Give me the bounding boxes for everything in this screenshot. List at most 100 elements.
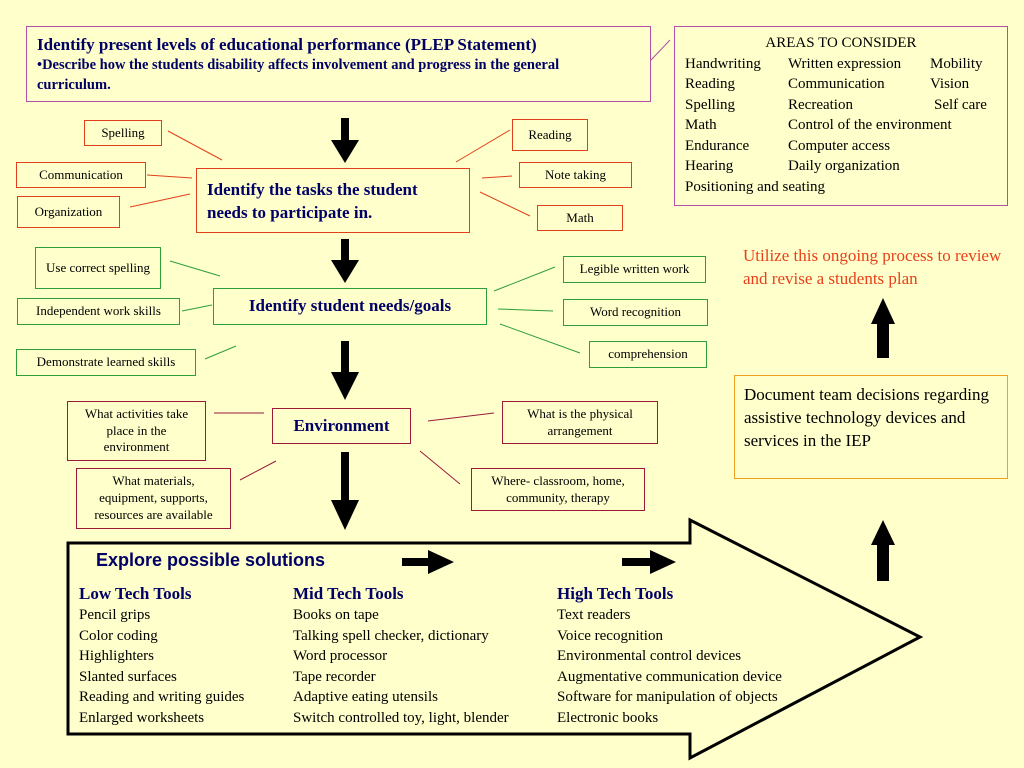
need-independent-work: Independent work skills bbox=[17, 298, 180, 325]
area-item: Mobility bbox=[930, 55, 983, 72]
connector-organization bbox=[129, 193, 191, 208]
area-item: Math bbox=[685, 117, 717, 133]
area-item: Daily organization bbox=[788, 158, 900, 174]
areas-row: Hearing Daily organization bbox=[685, 156, 997, 177]
connector-note-taking bbox=[481, 175, 513, 179]
area-item: Endurance bbox=[685, 137, 750, 154]
low-tech-item: Pencil grips bbox=[79, 607, 151, 623]
mid-tech-column: Mid Tech Tools Books on tape Talking spe… bbox=[293, 583, 509, 728]
connector-math bbox=[479, 191, 531, 217]
connector-communication bbox=[146, 174, 193, 179]
areas-row: Math Control of the environment bbox=[685, 115, 997, 136]
review-text: Utilize this ongoing process to review a… bbox=[743, 246, 1002, 288]
mid-tech-item: Adaptive eating utensils bbox=[293, 689, 438, 705]
tasks-main-text: Identify the tasks the student needs to … bbox=[207, 179, 418, 222]
area-item: Computer access bbox=[788, 137, 891, 154]
down-arrow-2 bbox=[331, 239, 359, 283]
needs-main-box: Identify student needs/goals bbox=[213, 288, 487, 325]
connector-demonstrate-skills bbox=[204, 345, 237, 360]
connector-word-recognition bbox=[497, 308, 554, 312]
down-arrow-4 bbox=[331, 452, 359, 530]
area-item: Handwriting bbox=[685, 55, 761, 72]
mid-tech-item: Books on tape bbox=[293, 607, 379, 623]
solutions-arrow-outline bbox=[66, 517, 924, 761]
task-communication: Communication bbox=[16, 162, 146, 188]
document-box: Document team decisions regarding assist… bbox=[734, 375, 1008, 479]
areas-row: Spelling Recreation Self care bbox=[685, 95, 997, 116]
right-arrows bbox=[402, 550, 676, 574]
env-main-box: Environment bbox=[272, 408, 411, 444]
areas-row: Positioning and seating bbox=[685, 177, 997, 198]
connector-where bbox=[419, 450, 461, 485]
connector-materials bbox=[239, 460, 277, 481]
task-reading: Reading bbox=[512, 119, 588, 151]
mid-tech-item: Switch controlled toy, light, blender bbox=[293, 709, 509, 726]
area-item: Spelling bbox=[685, 96, 736, 113]
area-item: Self care bbox=[934, 96, 987, 113]
need-word-recognition: Word recognition bbox=[563, 299, 708, 326]
high-tech-item: Voice recognition bbox=[557, 627, 663, 644]
low-tech-item: Color coding bbox=[79, 627, 158, 644]
env-materials: What materials, equipment, supports, res… bbox=[76, 468, 231, 529]
high-tech-item: Environmental control devices bbox=[557, 648, 742, 664]
env-activities: What activities take place in the enviro… bbox=[67, 401, 206, 461]
plep-bullet: •Describe how the students disability af… bbox=[37, 57, 570, 93]
document-text: Document team decisions regarding assist… bbox=[744, 385, 990, 450]
high-tech-item: Text readers bbox=[557, 607, 631, 623]
high-tech-column: High Tech Tools Text readers Voice recog… bbox=[557, 583, 782, 728]
env-physical-arrangement: What is the physical arrangement bbox=[502, 401, 658, 444]
plep-title: Identify present levels of educational p… bbox=[37, 35, 537, 54]
high-tech-item: Software for manipulation of objects bbox=[557, 689, 778, 705]
high-tech-item: Electronic books bbox=[557, 709, 659, 726]
high-tech-heading: High Tech Tools bbox=[557, 584, 674, 603]
env-where: Where- classroom, home, community, thera… bbox=[471, 468, 645, 511]
connector-reading bbox=[455, 129, 511, 163]
connector-independent-work bbox=[181, 304, 213, 312]
need-comprehension: comprehension bbox=[589, 341, 707, 368]
need-use-correct-spelling: Use correct spelling bbox=[35, 247, 161, 289]
right-arrow-2 bbox=[622, 550, 676, 574]
env-main-text: Environment bbox=[293, 415, 390, 435]
areas-row: Handwriting Written expression Mobility bbox=[685, 54, 997, 75]
mid-tech-item: Word processor bbox=[293, 648, 388, 664]
up-arrow-lower bbox=[871, 520, 895, 581]
plep-box: Identify present levels of educational p… bbox=[26, 26, 651, 102]
high-tech-item: Augmentative communication device bbox=[557, 668, 782, 685]
connector-spelling bbox=[167, 130, 223, 161]
down-arrows bbox=[331, 118, 359, 530]
solutions-title: Explore possible solutions bbox=[96, 550, 326, 570]
low-tech-column: Low Tech Tools Pencil grips Color coding… bbox=[79, 583, 244, 728]
task-spelling: Spelling bbox=[84, 120, 162, 146]
area-item: Vision bbox=[930, 76, 970, 92]
need-legible-work: Legible written work bbox=[563, 256, 706, 283]
mid-tech-item: Tape recorder bbox=[293, 668, 376, 685]
low-tech-item: Enlarged worksheets bbox=[79, 709, 205, 726]
area-item: Control of the environment bbox=[788, 117, 952, 133]
up-arrows bbox=[871, 298, 895, 581]
mid-tech-item: Talking spell checker, dictionary bbox=[293, 627, 489, 644]
connector-comprehension bbox=[499, 323, 581, 354]
area-item: Hearing bbox=[685, 158, 734, 174]
area-item: Recreation bbox=[788, 96, 853, 113]
task-note-taking: Note taking bbox=[519, 162, 632, 188]
needs-main-text: Identify student needs/goals bbox=[248, 296, 452, 316]
task-math: Math bbox=[537, 205, 623, 231]
connector-legible-work bbox=[493, 266, 556, 292]
mid-tech-heading: Mid Tech Tools bbox=[293, 584, 404, 603]
task-organization: Organization bbox=[17, 196, 120, 228]
up-arrow-upper bbox=[871, 298, 895, 358]
connector-physical-arrangement bbox=[427, 412, 495, 422]
tasks-main-box: Identify the tasks the student needs to … bbox=[196, 168, 470, 233]
areas-box: AREAS TO CONSIDER Handwriting Written ex… bbox=[674, 26, 1008, 206]
areas-row: Endurance Computer access bbox=[685, 136, 997, 157]
areas-title: AREAS TO CONSIDER bbox=[765, 35, 917, 51]
area-item: Written expression bbox=[788, 55, 902, 72]
low-tech-heading: Low Tech Tools bbox=[79, 584, 192, 603]
area-item: Reading bbox=[685, 76, 735, 92]
low-tech-item: Highlighters bbox=[79, 648, 154, 664]
down-arrow-3 bbox=[331, 341, 359, 400]
areas-row: Reading Communication Vision bbox=[685, 74, 997, 95]
low-tech-item: Reading and writing guides bbox=[79, 689, 245, 705]
area-item: Positioning and seating bbox=[685, 178, 825, 195]
